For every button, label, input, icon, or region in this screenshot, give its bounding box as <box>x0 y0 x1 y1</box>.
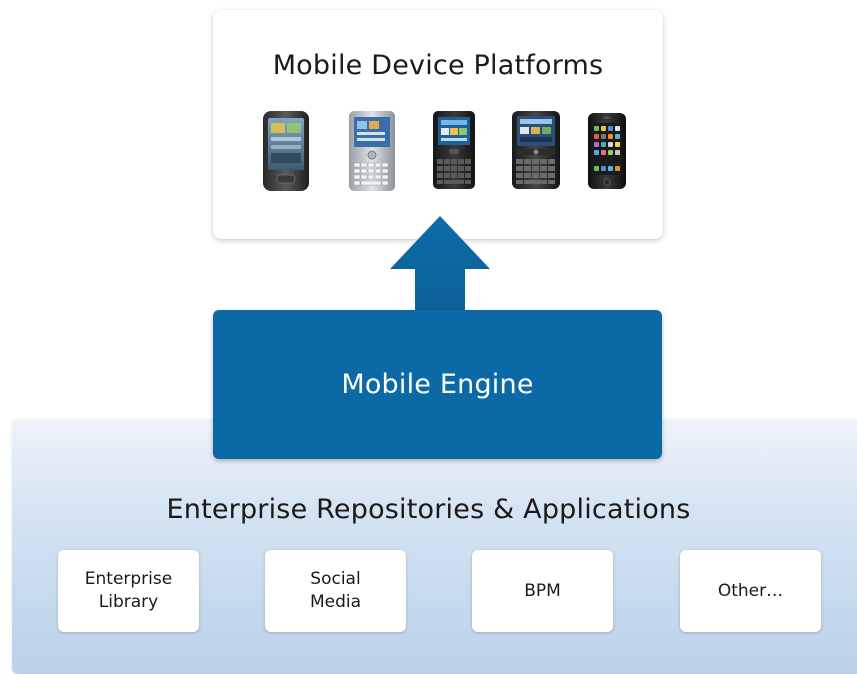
platforms-title: Mobile Device Platforms <box>272 50 604 81</box>
qwerty-silver-phone-icon <box>349 111 395 191</box>
touchscreen-phone-icon <box>263 111 309 191</box>
qwerty-black-phone-icon <box>433 111 475 189</box>
app-box-social-media: Social Media <box>265 550 406 632</box>
up-arrow-icon <box>390 216 490 316</box>
app-box-enterprise-library: Enterprise Library <box>58 550 199 632</box>
app-box-other: Other… <box>680 550 821 632</box>
blackberry-phone-icon <box>512 111 560 189</box>
mobile-engine-box: Mobile Engine <box>213 310 662 459</box>
mobile-device-platforms-card: Mobile Device Platforms <box>213 10 663 239</box>
app-box-bpm: BPM <box>472 550 613 632</box>
iphone-icon <box>588 113 626 189</box>
device-row <box>251 105 626 205</box>
mobile-engine-label: Mobile Engine <box>341 369 534 400</box>
enterprise-title: Enterprise Repositories & Applications <box>166 494 691 525</box>
